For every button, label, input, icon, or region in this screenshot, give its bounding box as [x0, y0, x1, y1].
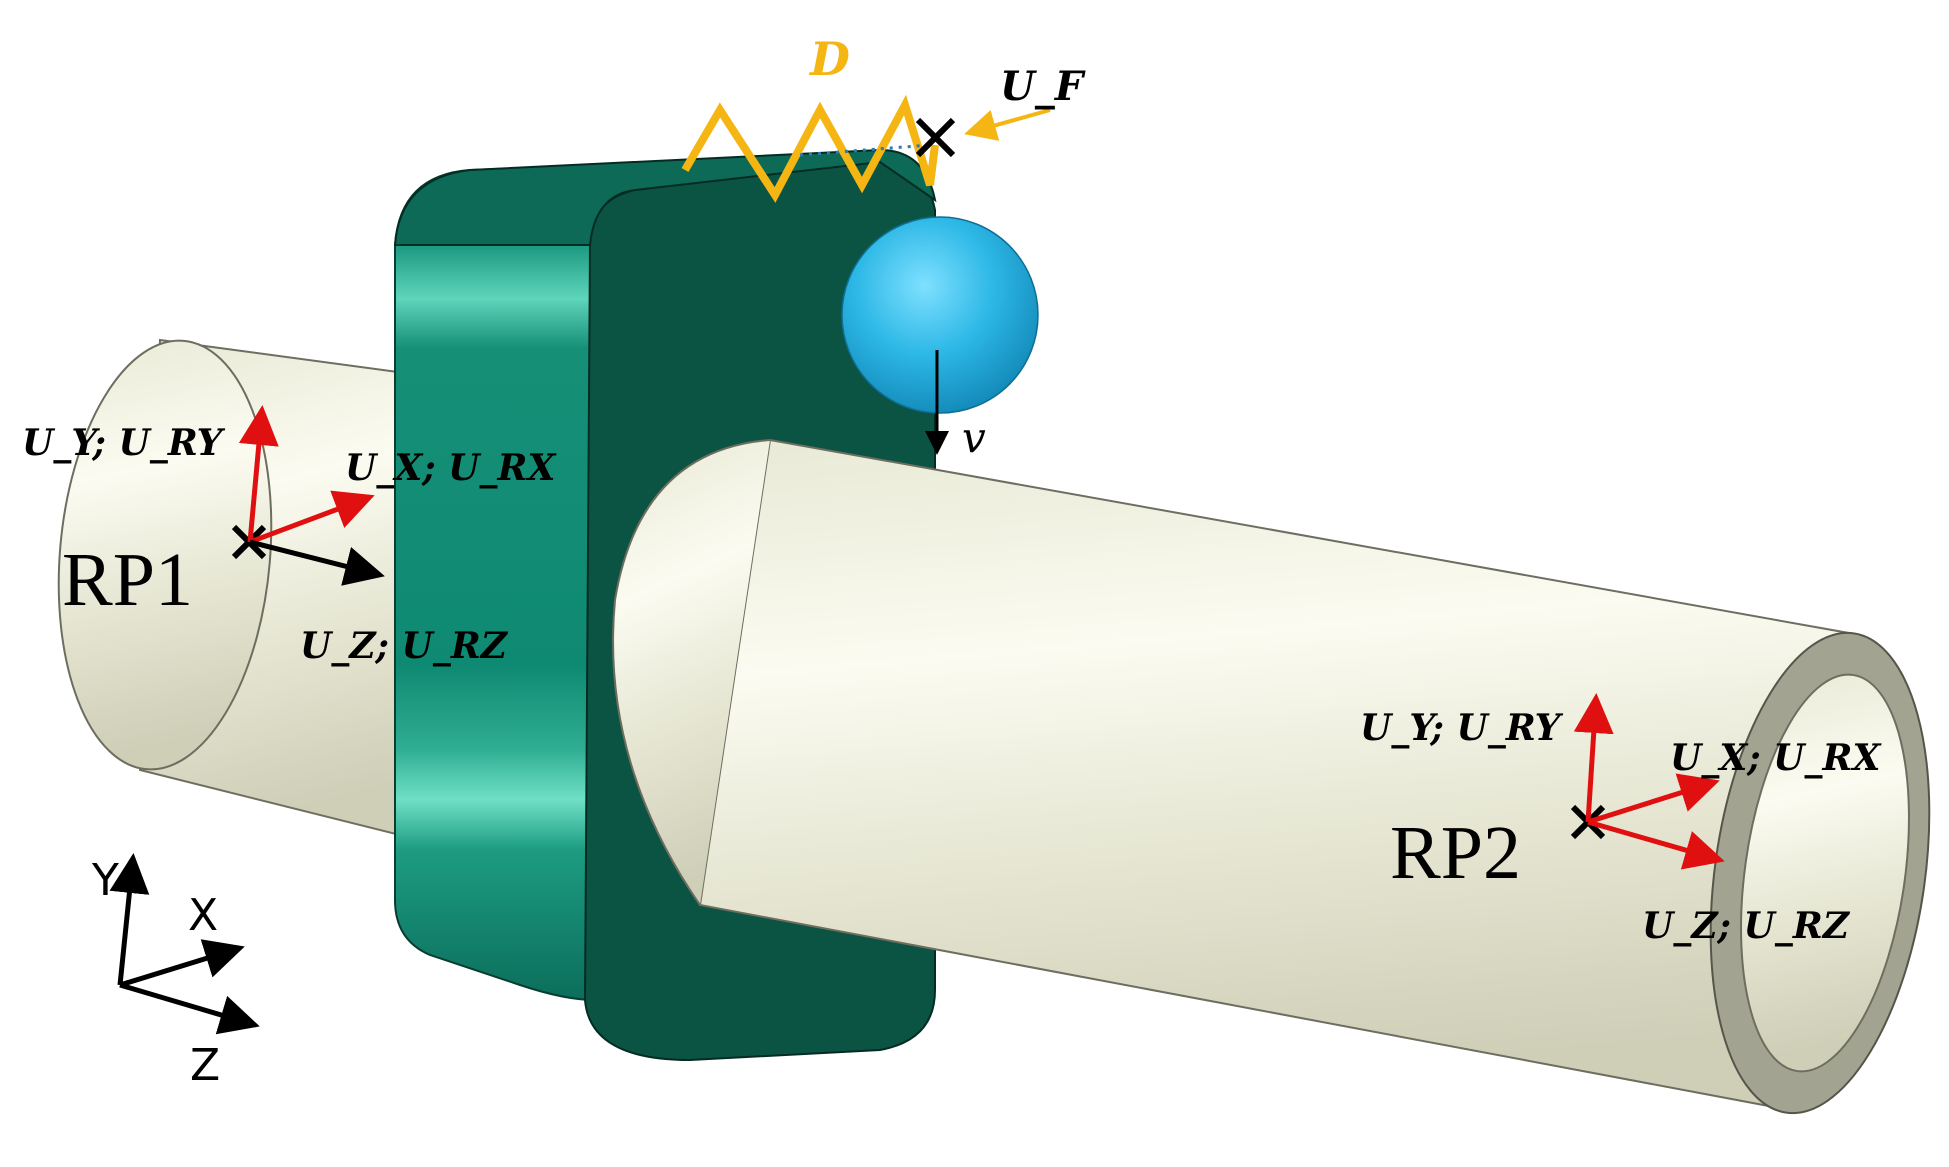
shaft-right-segment	[612, 438, 1931, 1115]
triad-z-label: Z	[190, 1040, 220, 1091]
bracket-top-face	[393, 148, 937, 246]
uf-arrow	[964, 108, 1051, 141]
shaft-left-segment	[57, 338, 421, 842]
rp1-x-arrow	[249, 490, 375, 545]
rp2-x-label: U_X; U_RX	[1670, 737, 1882, 779]
spring-label: D	[808, 32, 850, 86]
rp1-y-label: U_Y; U_RY	[22, 422, 226, 464]
rp1-label: RP1	[62, 538, 193, 622]
rp2-y-label: U_Y; U_RY	[1360, 707, 1564, 749]
rp1-z-label: U_Z; U_RZ	[300, 625, 509, 667]
rp2-z-arrow	[1587, 819, 1725, 870]
rp2-label: RP2	[1390, 811, 1521, 895]
rp1-z-arrow	[249, 539, 385, 586]
rp1-cross-icon	[231, 524, 267, 560]
rp1-y-arrow	[238, 405, 279, 543]
triad-x-label: X	[188, 890, 218, 941]
spring-dotted-link	[799, 143, 931, 157]
impactor-sphere	[841, 216, 1039, 414]
spring-end-cross-icon	[915, 117, 956, 158]
triad-y-label: Y	[91, 855, 119, 906]
velocity-label: v	[962, 413, 986, 462]
rp2-z-label: U_Z; U_RZ	[1642, 905, 1851, 947]
spring-zigzag	[681, 94, 939, 203]
global-axes-triad	[109, 853, 260, 1035]
rp1-x-label: U_X; U_RX	[345, 447, 557, 489]
shaft-bore	[1740, 673, 1910, 1073]
bracket-side-face	[394, 163, 596, 1002]
rp2-x-arrow	[1587, 773, 1720, 825]
rp2-y-arrow	[1573, 693, 1614, 823]
spring-end-label: U_F	[1000, 63, 1086, 110]
